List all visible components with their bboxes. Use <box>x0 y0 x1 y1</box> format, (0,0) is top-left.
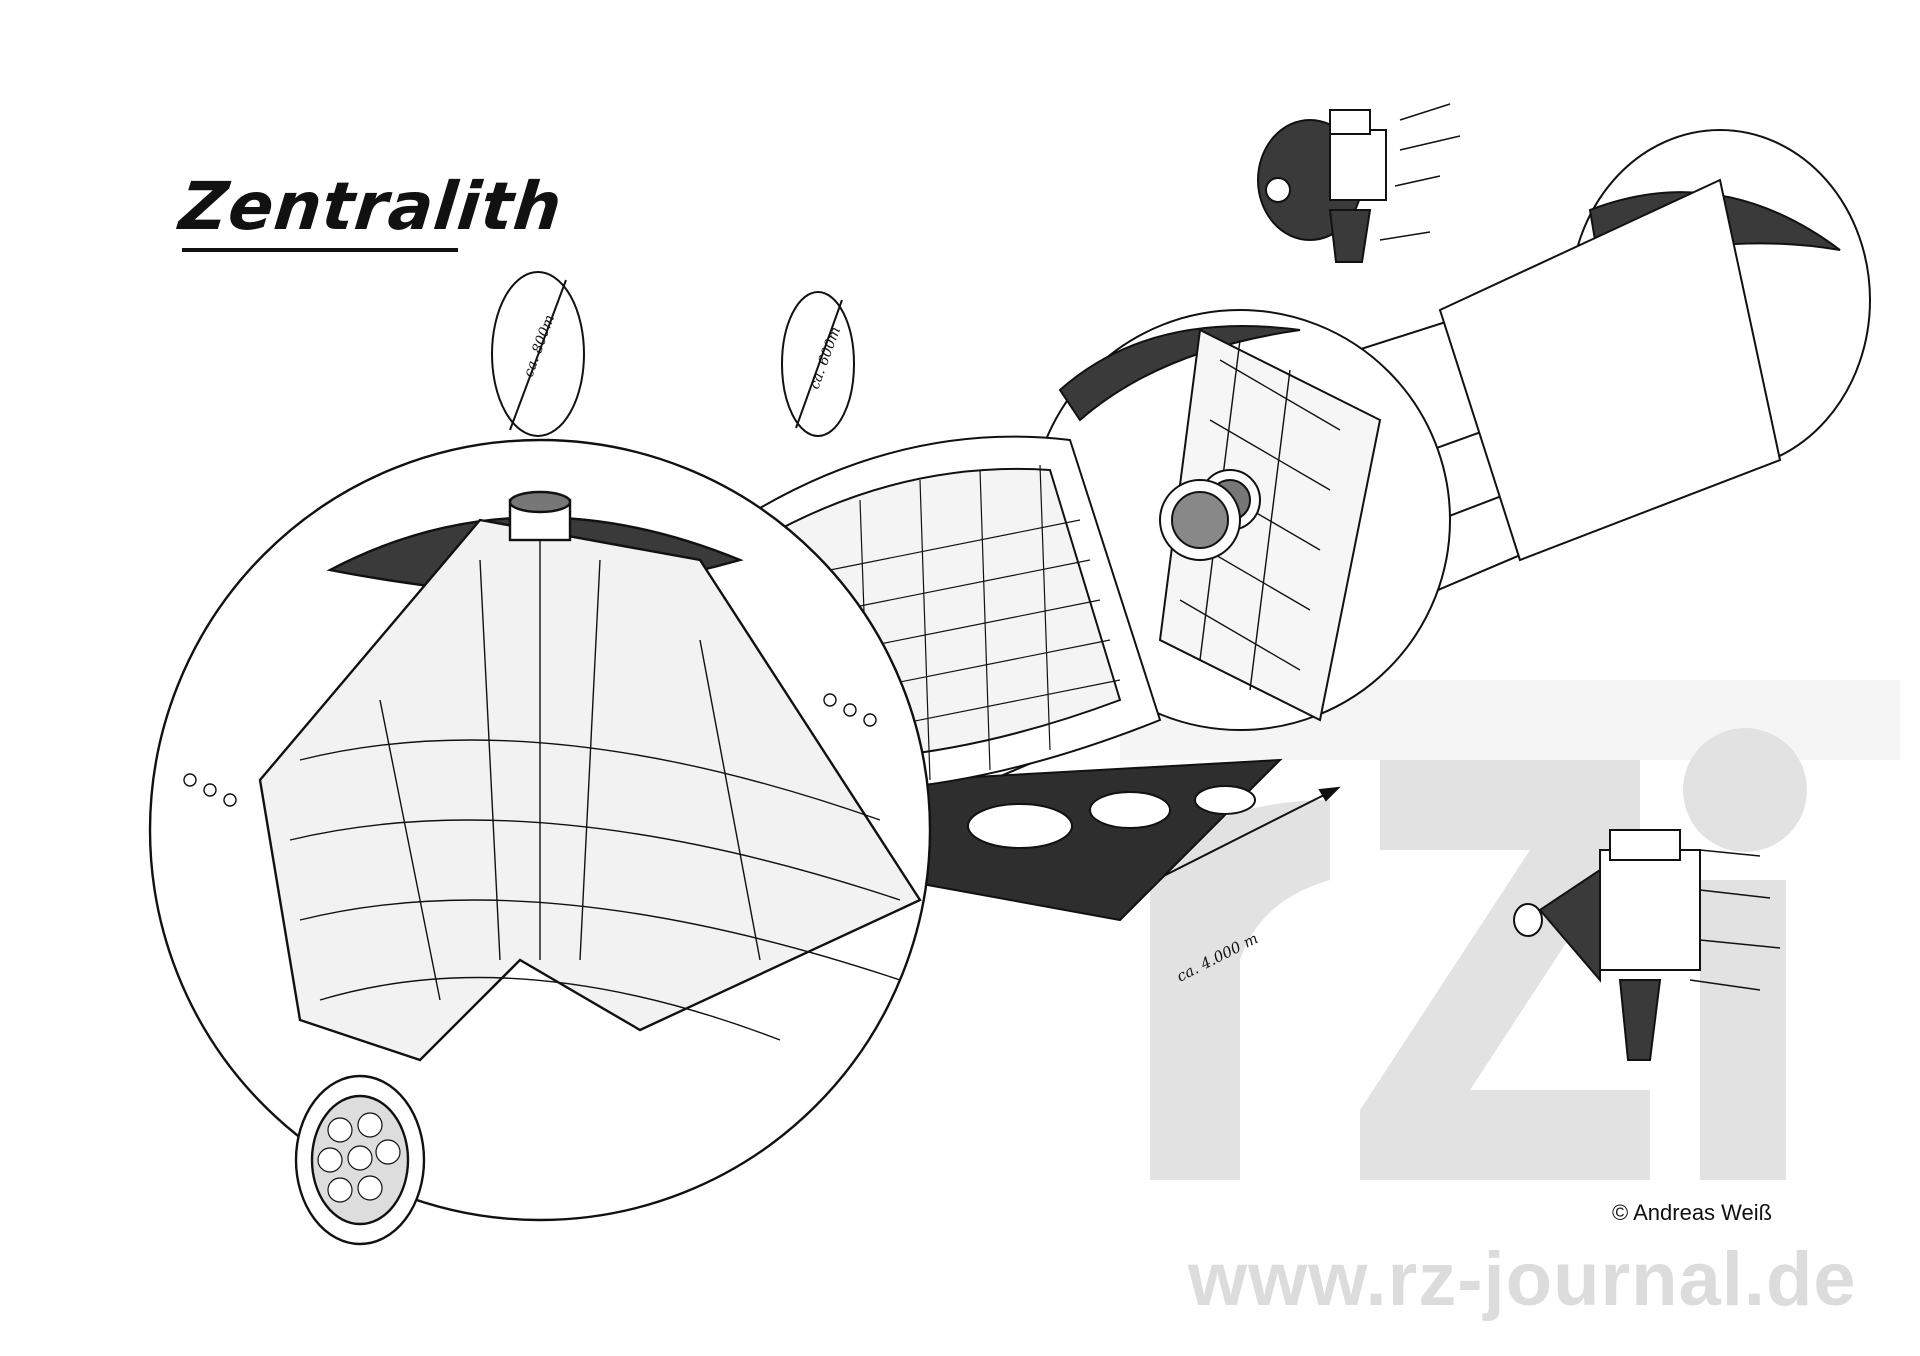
forward-sphere-module <box>148 438 932 1246</box>
svg-text:ca. 600m: ca. 600m <box>807 325 844 392</box>
watermark-url: www.rz-journal.de <box>1188 1237 1857 1322</box>
docking-port-nozzle <box>294 1074 426 1246</box>
central-shaft <box>508 490 572 542</box>
title-underline <box>182 248 458 252</box>
illustration-title: Zentralith <box>175 168 567 245</box>
deck-floor-plate <box>898 758 1283 922</box>
shuttle-craft-right <box>1513 829 1781 1061</box>
watermark-logo <box>1120 680 1900 1180</box>
rear-capsule-module <box>1438 129 1871 562</box>
copyright-notice: © Andreas Weiß <box>1612 1200 1773 1225</box>
sphere-600m-dimension: ca. 600m <box>781 291 855 437</box>
sphere-800m-dimension: ca. 800m <box>491 271 585 437</box>
svg-text:ca. 800m: ca. 800m <box>521 313 558 380</box>
shuttle-craft-top <box>1257 103 1461 263</box>
hull-window-row <box>183 693 877 807</box>
